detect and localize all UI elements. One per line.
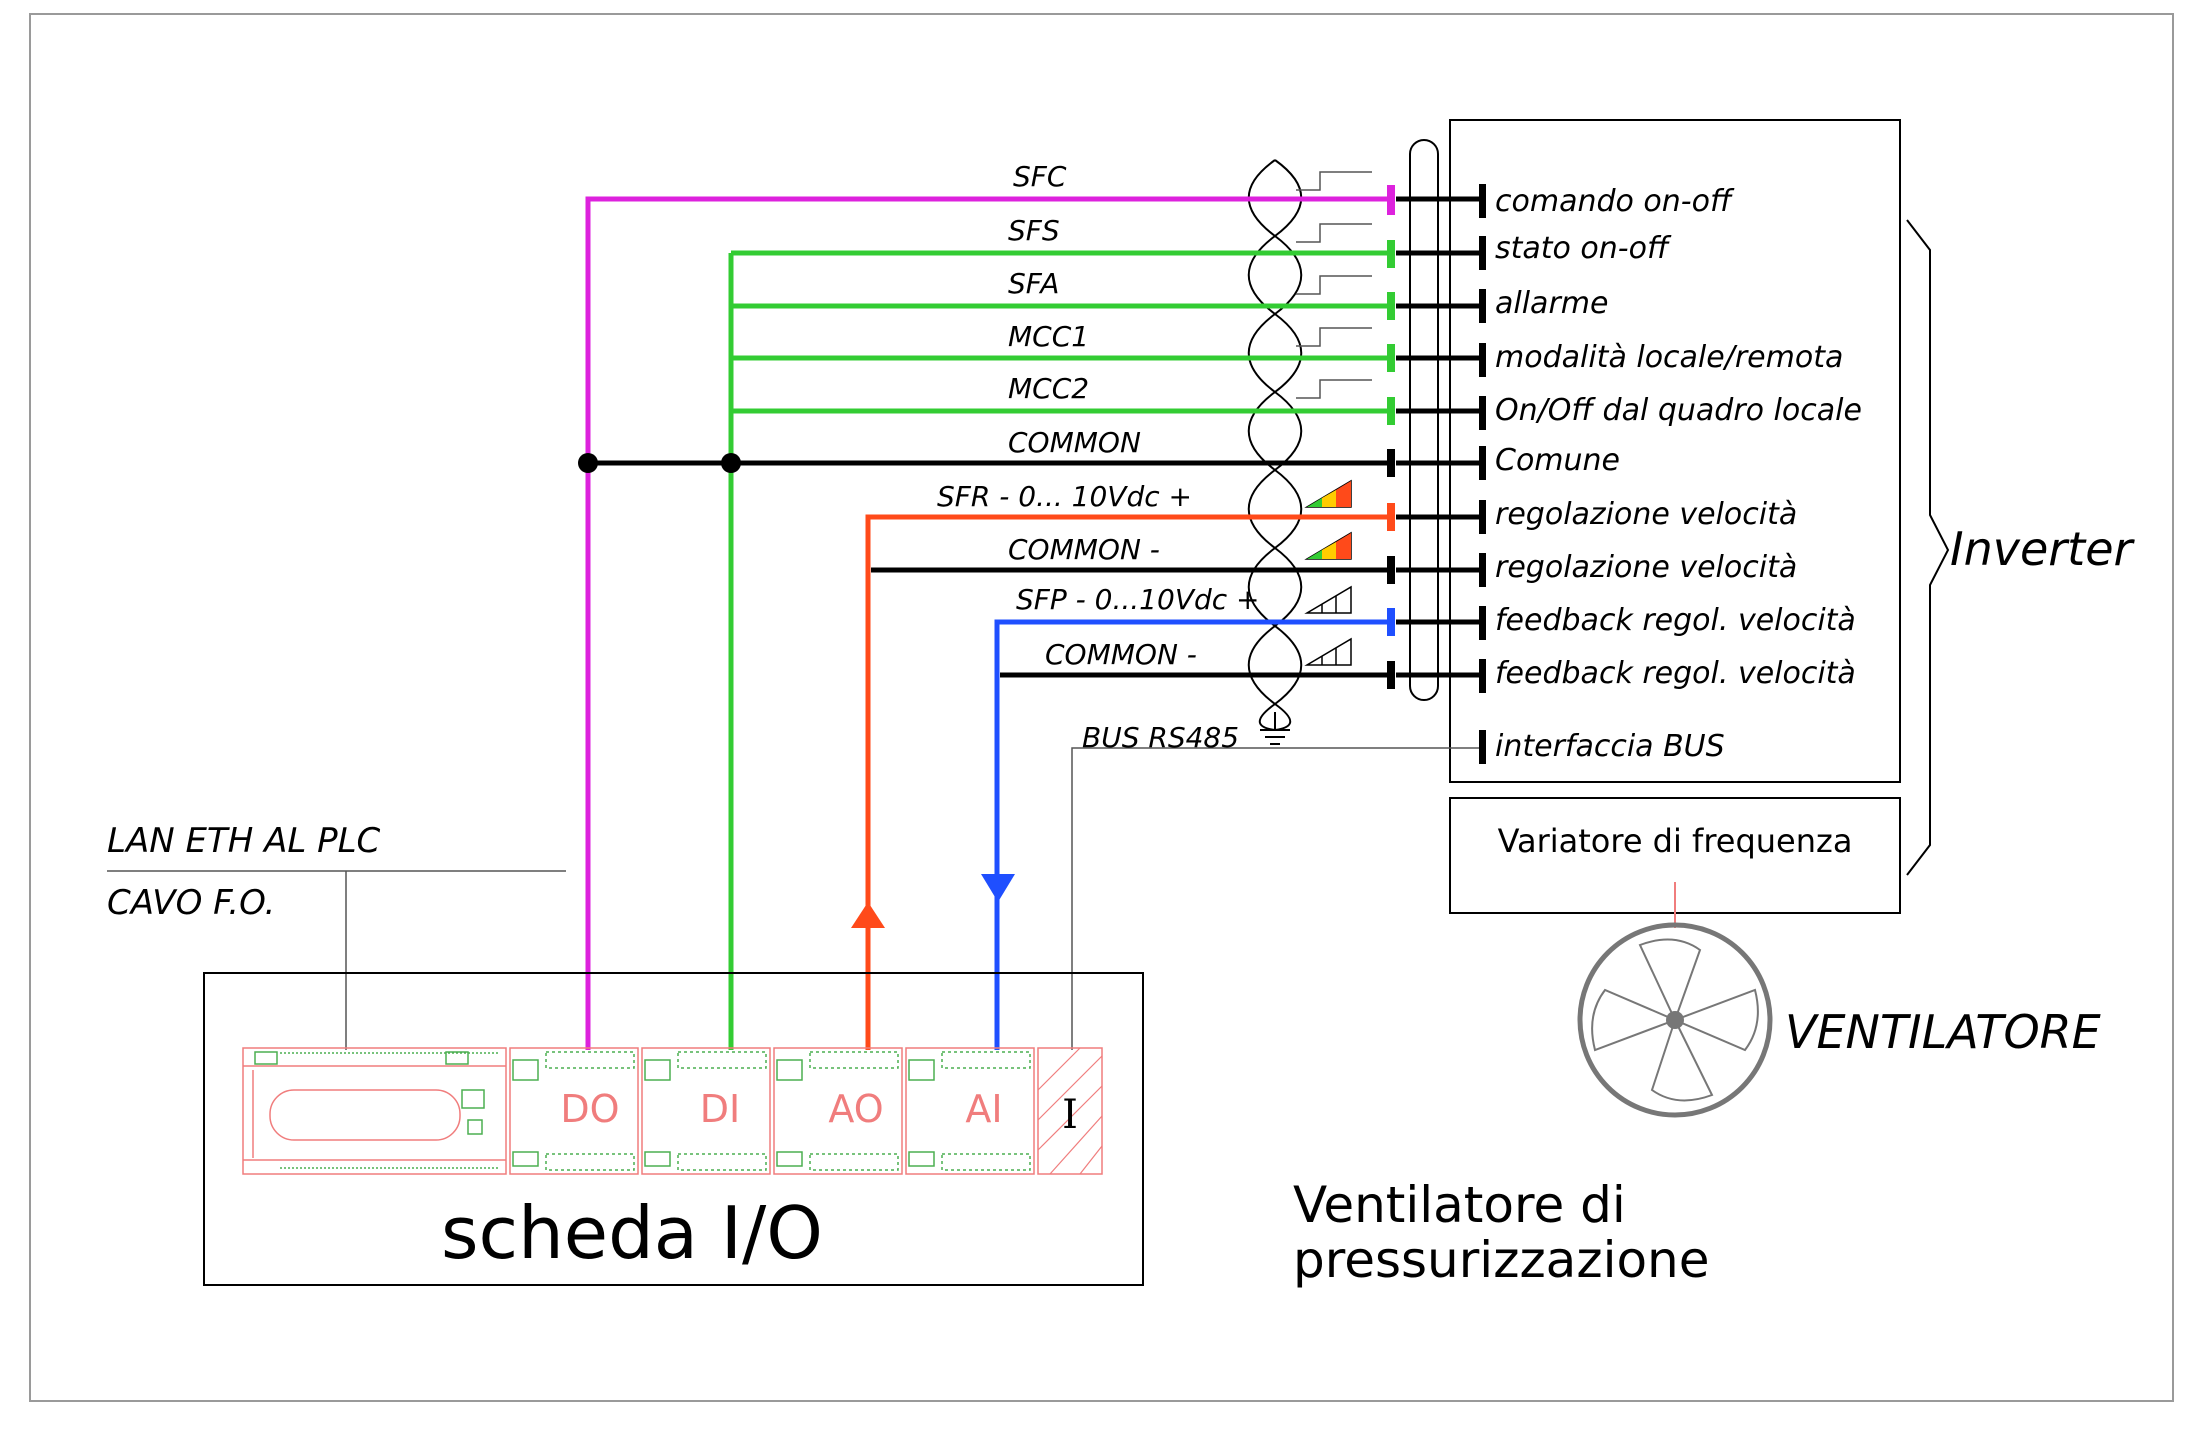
signal-label: SFA <box>1008 267 1059 300</box>
outer-frame <box>29 13 2174 1402</box>
plc-base-unit <box>242 1047 507 1175</box>
terminal-label: Comune <box>1495 443 1620 478</box>
module-label: I <box>1062 1092 1078 1138</box>
variatore-label: Variatore di frequenza <box>1498 822 1853 860</box>
signal-label: SFS <box>1008 214 1060 247</box>
signal-label: COMMON <box>1008 426 1141 459</box>
terminal-block <box>1409 139 1439 701</box>
signal-level-icon <box>1304 531 1352 560</box>
lan-label: LAN ETH AL PLC <box>107 821 381 861</box>
fo-label: CAVO F.O. <box>107 883 275 923</box>
terminal-bars <box>1479 184 1486 764</box>
terminal-label: interfaccia BUS <box>1495 729 1725 764</box>
module-label: AO <box>828 1087 883 1131</box>
io-module-ao: AO <box>773 1047 903 1175</box>
signal-level-icon <box>1304 637 1352 666</box>
inverter-box <box>1449 119 1901 783</box>
io-board-label: scheda I/O <box>441 1191 823 1275</box>
terminal-label: allarme <box>1495 286 1608 321</box>
terminal-label: modalità locale/remota <box>1495 340 1843 375</box>
module-label: AI <box>965 1087 1002 1131</box>
io-board-box <box>203 972 1144 1286</box>
signal-label: SFP - 0...10Vdc + <box>1016 583 1260 616</box>
terminal-label: regolazione velocità <box>1495 550 1797 585</box>
signal-label: SFC <box>1013 160 1067 193</box>
wire-end-markers <box>1387 185 1395 689</box>
diagram-title-line1: Ventilatore di <box>1293 1176 1626 1234</box>
arrow-down-icon <box>981 874 1015 902</box>
terminal-label: feedback regol. velocità <box>1495 656 1856 691</box>
bus-label: BUS RS485 <box>1082 721 1239 754</box>
signal-label: MCC1 <box>1008 320 1089 353</box>
wire-bus <box>1071 747 1479 1050</box>
twisted-pair-cable <box>1247 159 1303 731</box>
fan-label: VENTILATORE <box>1785 1005 2101 1059</box>
junction-dot <box>578 453 598 473</box>
terminal-label: regolazione velocità <box>1495 497 1797 532</box>
fan-icon <box>1577 922 1773 1118</box>
wire-sfc <box>585 196 1387 1050</box>
terminal-label: stato on-off <box>1495 231 1672 266</box>
signal-label: MCC2 <box>1008 372 1089 405</box>
inverter-label: Inverter <box>1950 522 2135 576</box>
signal-level-icon <box>1304 479 1352 508</box>
signal-label: COMMON - <box>1008 533 1160 566</box>
signal-level-icon <box>1304 585 1352 614</box>
terminal-labels: comando on-off stato on-off allarme moda… <box>1495 184 1862 764</box>
io-module-di: DI <box>641 1047 771 1175</box>
diagram-title-line2: pressurizzazione <box>1293 1231 1710 1289</box>
plc-base-detail <box>254 1051 500 1169</box>
signal-label: COMMON - <box>1045 638 1197 671</box>
terminal-label: On/Off dal quadro locale <box>1495 393 1862 428</box>
wire-green-group <box>728 250 1387 1050</box>
io-module-do: DO <box>509 1047 639 1175</box>
signal-labels: SFC SFS SFA MCC1 MCC2 COMMON SFR - 0... … <box>937 160 1260 754</box>
inverter-brace <box>1906 219 1950 876</box>
wire-sfp <box>994 619 1387 1050</box>
signal-label: SFR - 0... 10Vdc + <box>937 480 1192 513</box>
module-label: DI <box>700 1087 740 1131</box>
ground-icon <box>1260 712 1290 745</box>
terminal-label: feedback regol. velocità <box>1495 603 1856 638</box>
arrow-up-icon <box>851 902 885 928</box>
io-module-interface: I <box>1037 1047 1103 1175</box>
module-label: DO <box>560 1087 619 1131</box>
junction-dot <box>721 453 741 473</box>
terminal-label: comando on-off <box>1495 184 1735 219</box>
io-module-ai: AI <box>905 1047 1035 1175</box>
wire-sfr <box>865 514 1387 1050</box>
leader-lines <box>1296 171 1372 399</box>
